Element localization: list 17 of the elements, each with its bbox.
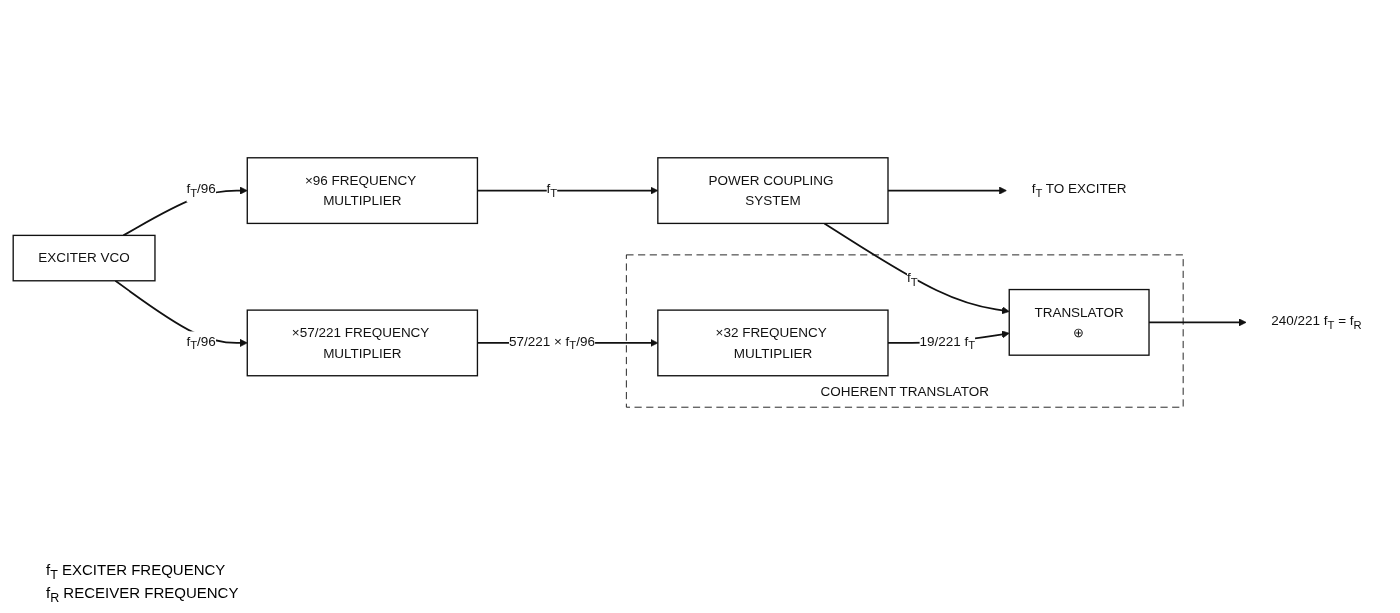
node-text: f$_{T}$ TO EXCITER [1031, 180, 1127, 200]
edge-label: 57/221 × f$_{T}$/96 [508, 333, 595, 353]
node-box: POWER COUPLING SYSTEM [657, 157, 889, 225]
edge-label: f$_{T}$/96 [186, 180, 216, 200]
edge-label: 19/221 f$_{T}$ [919, 333, 976, 353]
node-box: TRANSLATOR ⊕ [1008, 288, 1150, 356]
legend-note: f$_{T}$ EXCITER FREQUENCY [46, 561, 227, 582]
edge-label: f$_{T}$ [906, 269, 918, 289]
node-text: 240/221 f$_{T}$ = f$_{R}$ [1271, 312, 1362, 332]
arrow [823, 222, 1010, 315]
node-box: ×96 FREQUENCY MULTIPLIER [246, 157, 479, 225]
node-box: ×32 FREQUENCY MULTIPLIER [657, 309, 889, 377]
node-box: ×57/221 FREQUENCY MULTIPLIER [246, 309, 479, 377]
edge-label: f$_{T}$/96 [186, 333, 216, 353]
legend-note: f$_{R}$ RECEIVER FREQUENCY [46, 584, 239, 605]
node-box: EXCITER VCO [12, 234, 156, 282]
edge-label: f$_{T}$ [546, 180, 558, 200]
